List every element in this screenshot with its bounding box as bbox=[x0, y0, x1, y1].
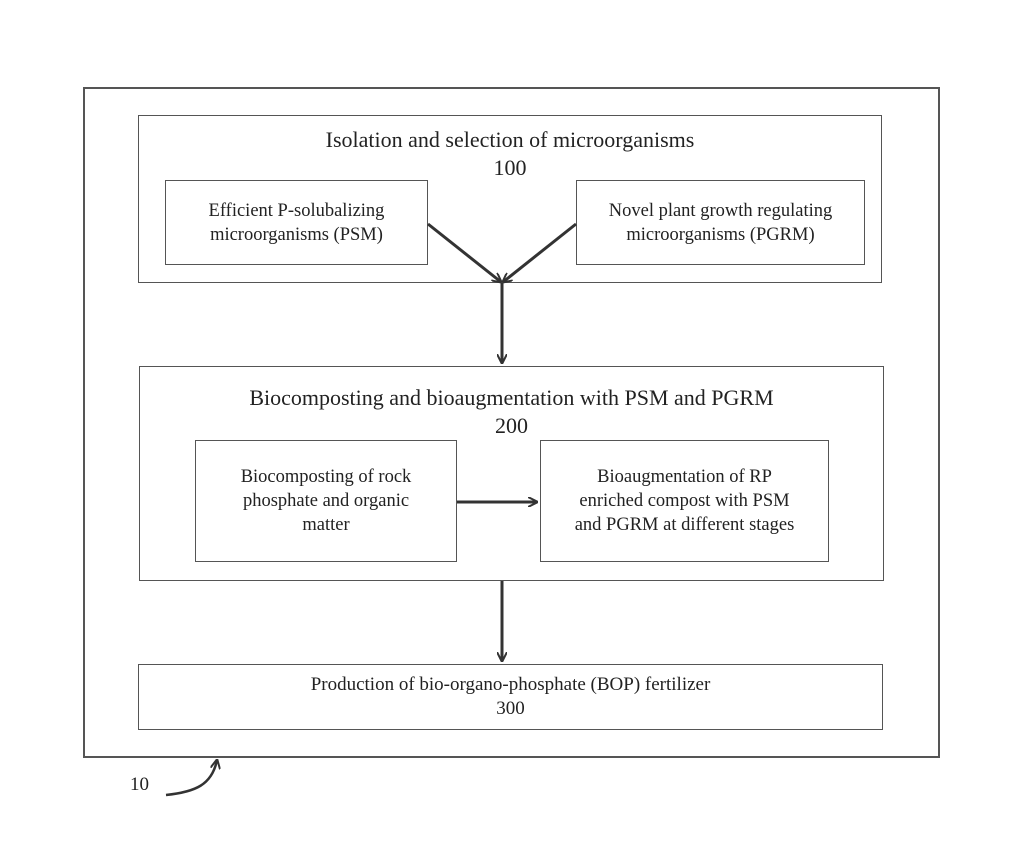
reference-numeral: 10 bbox=[130, 774, 149, 796]
arrow-psm-to-merge bbox=[428, 224, 501, 282]
arrow-pgrm-to-merge bbox=[503, 224, 576, 282]
reference-leader-arrow bbox=[166, 760, 217, 795]
